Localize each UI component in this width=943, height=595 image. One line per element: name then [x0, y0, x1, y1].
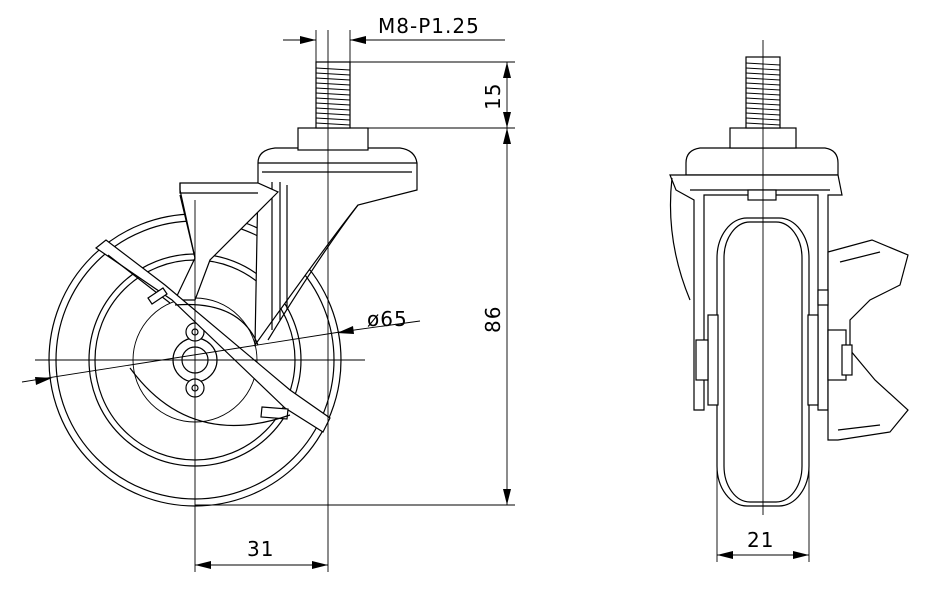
- thread-dimension: M8-P1.25: [283, 14, 505, 62]
- stem-length-dimension: 15: [350, 61, 515, 129]
- thread-dimension-label: M8-P1.25: [378, 14, 480, 38]
- offset-dimension: 31: [194, 515, 329, 572]
- stem-length-label: 15: [481, 83, 505, 110]
- front-view: 21: [669, 40, 909, 562]
- side-view-centerlines: [35, 30, 365, 520]
- wheel-diameter-label: ø65: [367, 307, 408, 331]
- front-view-fork: [669, 174, 843, 411]
- brake-pedal: [94, 239, 331, 433]
- wheel-width-dimension: 21: [716, 470, 810, 562]
- wheel-diameter-dimension: ø65: [21, 307, 421, 385]
- side-view-stem: [297, 61, 369, 151]
- wheel-width-label: 21: [747, 528, 774, 552]
- offset-label: 31: [247, 537, 274, 561]
- front-view-brake: [695, 239, 909, 441]
- total-height-label: 86: [481, 306, 505, 333]
- side-view: M8-P1.25 15 86 ø65: [21, 14, 515, 572]
- total-height-dimension: 86: [195, 128, 515, 506]
- side-view-fork: [174, 147, 418, 347]
- front-view-head: [685, 56, 839, 176]
